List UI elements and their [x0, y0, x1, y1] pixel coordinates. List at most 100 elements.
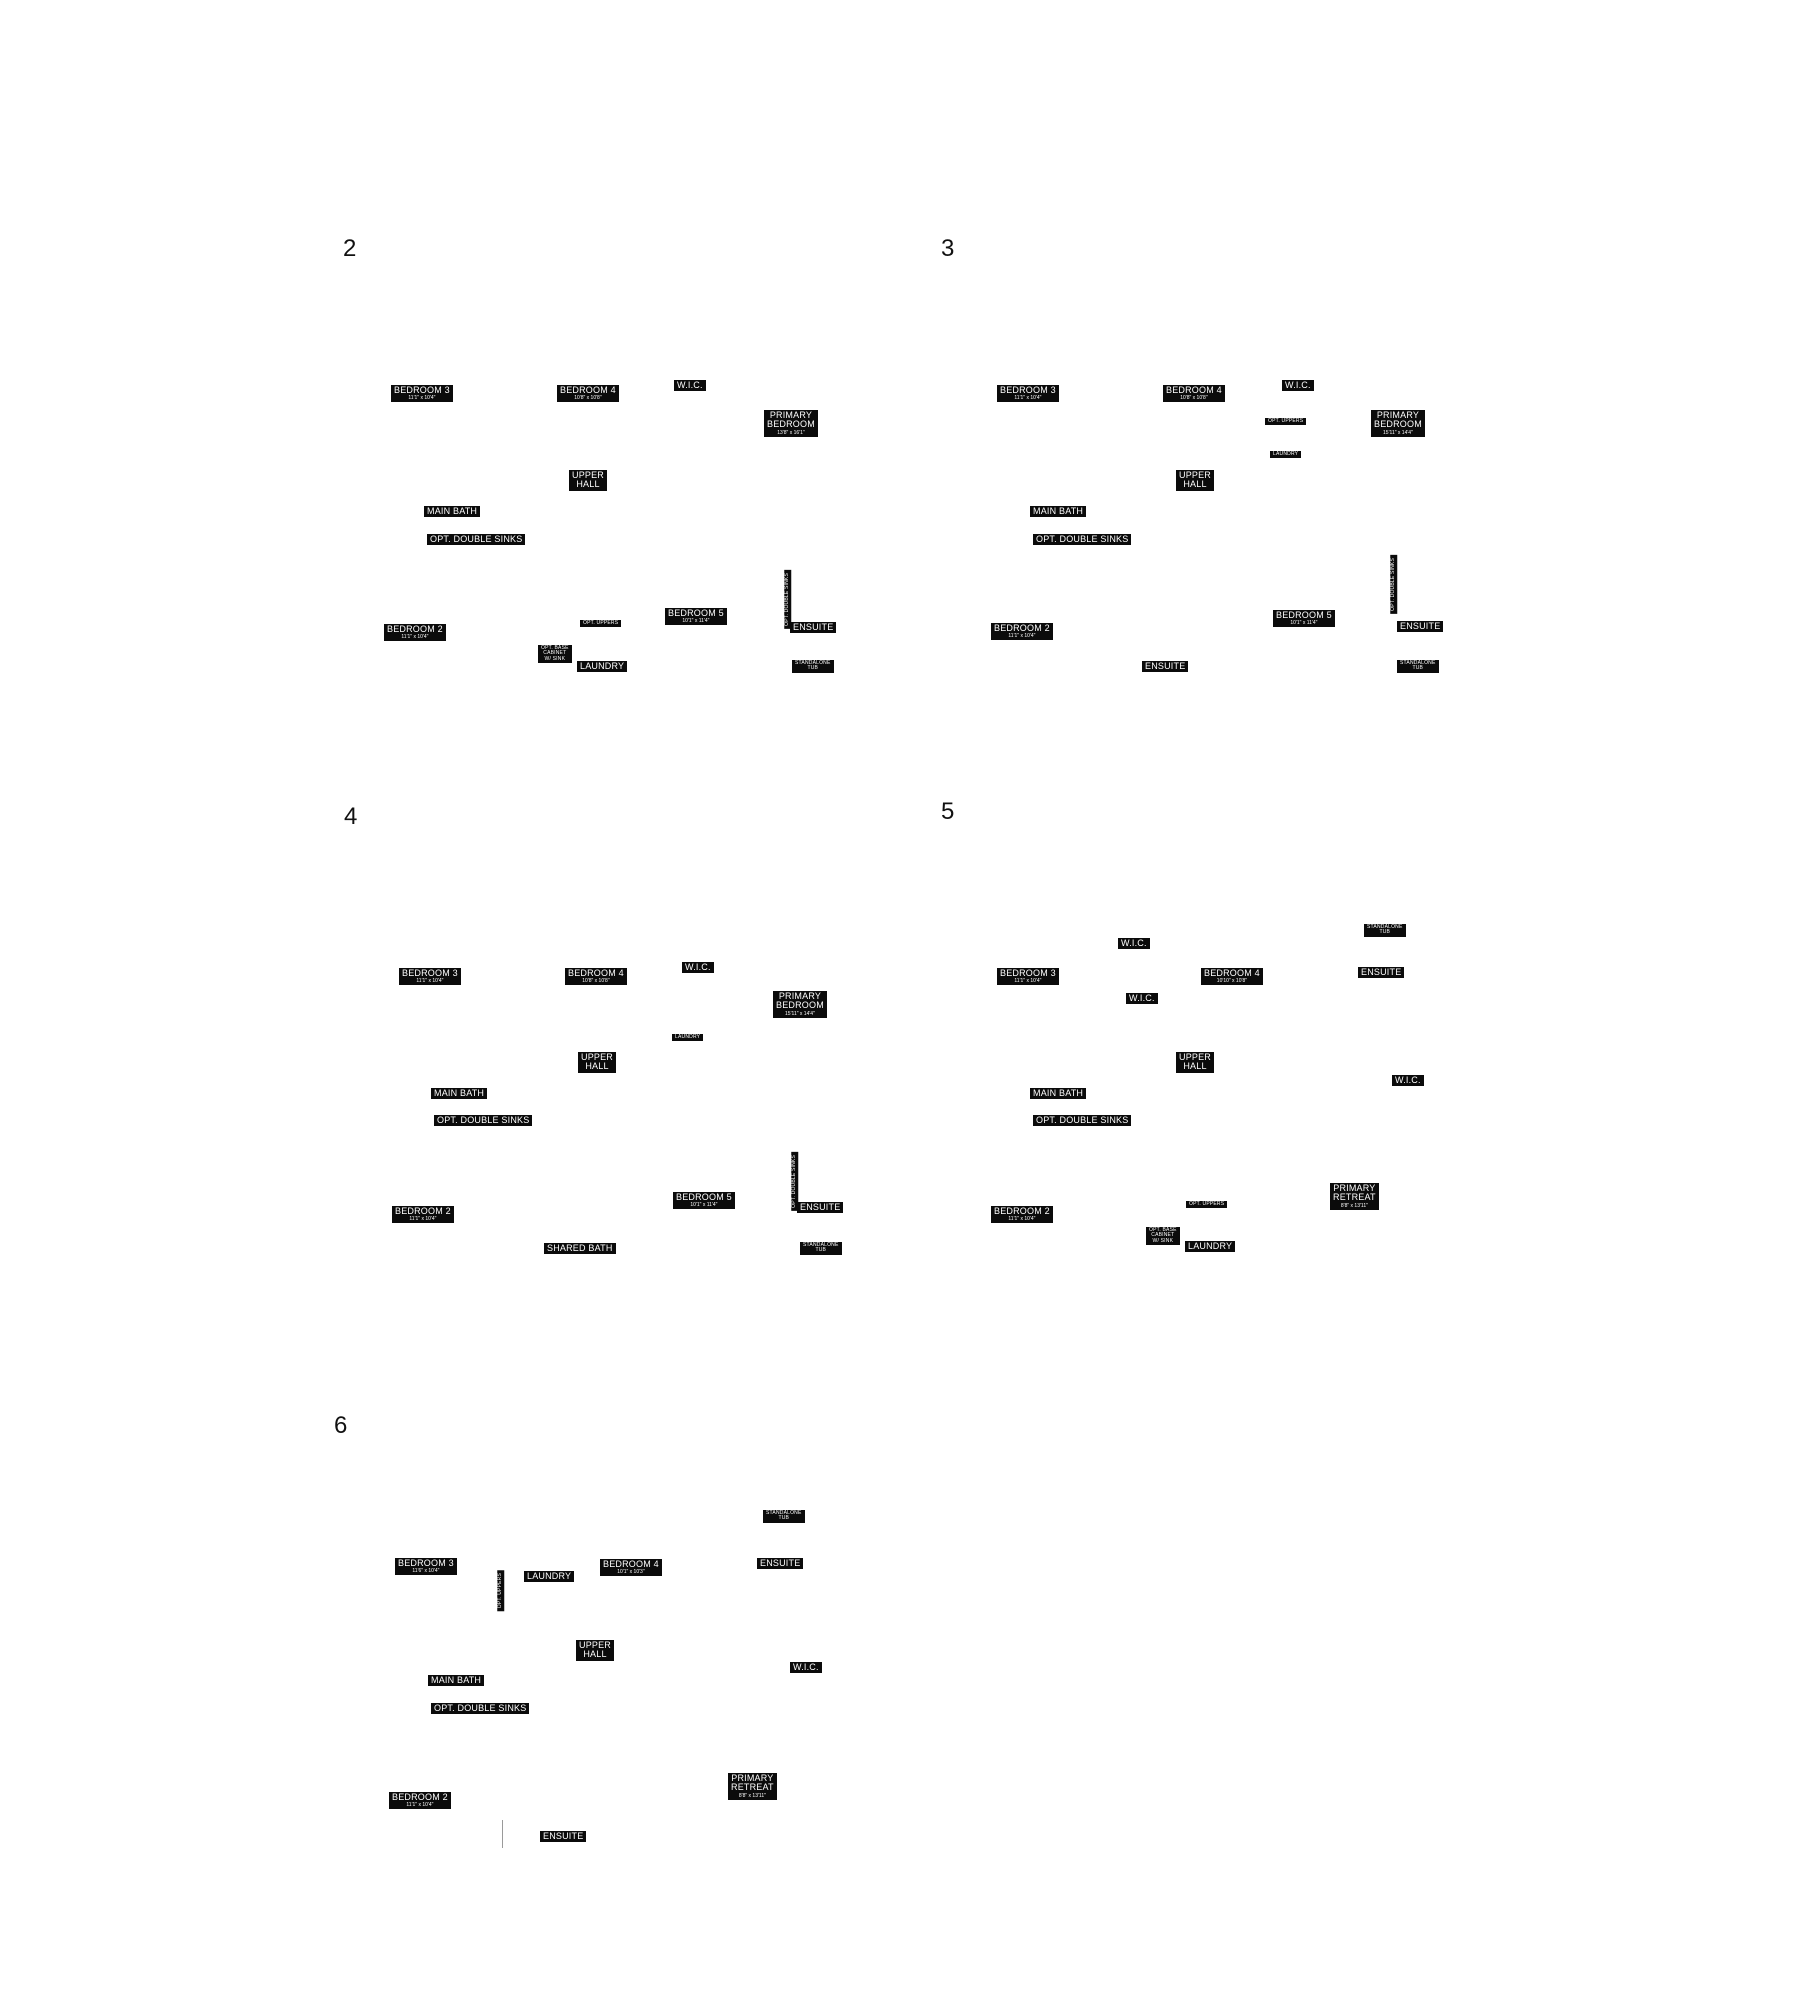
- room-name: ENSUITE: [543, 1831, 584, 1841]
- room-name: BEDROOM 2: [387, 624, 443, 634]
- plan-number-5: 5: [941, 798, 955, 825]
- room-name: BEDROOM 5: [676, 1192, 732, 1202]
- plan-6-wic-label: W.I.C.: [790, 1662, 822, 1674]
- wall-line: [502, 1820, 503, 1848]
- room-name: BEDROOM: [1374, 419, 1422, 430]
- room-name: OPT. DOUBLE SINKS: [1036, 1115, 1129, 1125]
- plan-3-opt-double-sinks-label: OPT. DOUBLE SINKS: [1033, 534, 1132, 546]
- room-name: STANDALONE: [1367, 924, 1403, 930]
- plan-5-wic-right-label: W.I.C.: [1392, 1075, 1424, 1087]
- room-name: TUB: [1379, 929, 1391, 936]
- room-name: MAIN BATH: [1033, 506, 1084, 516]
- room-name: HALL: [1183, 1061, 1207, 1072]
- room-dimensions: 10'1" x 11'4": [1290, 620, 1318, 627]
- room-name: OPT. BASE: [1149, 1227, 1177, 1233]
- plan-2-opt-double-sinks-vertical-label: OPT. DOUBLE SINKS: [784, 570, 792, 629]
- room-name: W.I.C.: [1121, 938, 1147, 948]
- room-name: SHARED BATH: [547, 1243, 613, 1253]
- room-name: OPT. UPPERS: [583, 620, 619, 626]
- plan-5-main-bath-label: MAIN BATH: [1030, 1088, 1087, 1100]
- room-dimensions: 10'8" x 10'8": [574, 395, 602, 402]
- room-name: TUB: [807, 665, 819, 672]
- room-name: HALL: [576, 479, 600, 490]
- plan-4-opt-double-sinks-label: OPT. DOUBLE SINKS: [434, 1115, 533, 1127]
- room-name: STANDALONE: [803, 1242, 839, 1248]
- room-name: STANDALONE: [795, 660, 831, 666]
- room-name: PRIMARY: [778, 991, 822, 1001]
- room-dimensions: 8'8" x 13'11": [738, 1792, 766, 1799]
- room-name: OPT. UPPERS: [1268, 418, 1304, 424]
- room-name: RETREAT: [1333, 1192, 1376, 1203]
- room-name: W/ SINK: [544, 655, 566, 662]
- plan-5-opt-double-sinks-label: OPT. DOUBLE SINKS: [1033, 1115, 1132, 1127]
- room-name: BEDROOM 4: [1204, 968, 1260, 978]
- plan-4-ensuite-label: ENSUITE: [797, 1202, 844, 1214]
- room-name: ENSUITE: [1400, 621, 1441, 631]
- room-name: TUB: [1412, 665, 1424, 672]
- plan-2-opt-uppers-label: OPT. UPPERS: [580, 620, 622, 628]
- plan-number-6: 6: [334, 1412, 348, 1439]
- room-name: MAIN BATH: [427, 506, 478, 516]
- room-name: BEDROOM 3: [398, 1558, 454, 1568]
- plan-number-2: 2: [343, 235, 357, 262]
- room-name: ENSUITE: [1361, 967, 1402, 977]
- plan-2-laundry-label: LAUNDRY: [577, 661, 628, 673]
- room-name: BEDROOM 2: [994, 1206, 1050, 1216]
- room-dimensions: 11'1" x 10'4": [409, 1216, 437, 1223]
- room-name: W.I.C.: [1285, 380, 1311, 390]
- room-name: W.I.C.: [677, 380, 703, 390]
- plan-3-opt-double-sinks-vertical-label: OPT. DOUBLE SINKS: [1390, 555, 1398, 614]
- room-name: ENSUITE: [800, 1202, 841, 1212]
- room-name: W.I.C.: [1129, 993, 1155, 1003]
- room-name: W/ SINK: [1152, 1237, 1174, 1244]
- room-name: BEDROOM 5: [1276, 610, 1332, 620]
- room-dimensions: 10'1" x 11'4": [682, 618, 710, 625]
- room-name: BEDROOM 2: [395, 1206, 451, 1216]
- plan-4-main-bath-label: MAIN BATH: [431, 1088, 488, 1100]
- room-name: OPT. DOUBLE SINKS: [1036, 534, 1129, 544]
- plan-number-4: 4: [344, 803, 358, 830]
- room-name: W.I.C.: [1395, 1075, 1421, 1085]
- plan-3-wic-label: W.I.C.: [1282, 380, 1314, 392]
- room-dimensions: 11'1" x 10'4": [406, 1802, 434, 1809]
- plan-2-ensuite-label: ENSUITE: [790, 622, 837, 634]
- room-dimensions: 10'1" x 11'4": [690, 1202, 718, 1209]
- room-name: PRIMARY: [769, 410, 813, 420]
- plan-6-opt-double-sinks-label: OPT. DOUBLE SINKS: [431, 1703, 530, 1715]
- room-name: BEDROOM 3: [1000, 385, 1056, 395]
- room-name: HALL: [585, 1061, 609, 1072]
- room-dimensions: 15'11" x 14'4": [785, 1010, 815, 1017]
- room-name: BEDROOM 3: [1000, 968, 1056, 978]
- plan-6-laundry-label: LAUNDRY: [524, 1571, 575, 1583]
- room-name: RETREAT: [731, 1782, 774, 1793]
- room-name: TUB: [778, 1515, 790, 1522]
- room-name: BEDROOM 4: [568, 968, 624, 978]
- plan-3-main-bath-label: MAIN BATH: [1030, 506, 1087, 518]
- room-name: LAUNDRY: [1188, 1241, 1233, 1251]
- room-name: LAUNDRY: [580, 661, 625, 671]
- room-name: HALL: [1183, 479, 1207, 490]
- plan-5-opt-uppers-label: OPT. UPPERS: [1186, 1201, 1228, 1209]
- room-dimensions: 10'8" x 10'8": [582, 978, 610, 985]
- room-dimensions: 11'1" x 10'4": [416, 978, 444, 985]
- room-name: STANDALONE: [766, 1510, 802, 1516]
- room-name: UPPER: [1179, 470, 1212, 480]
